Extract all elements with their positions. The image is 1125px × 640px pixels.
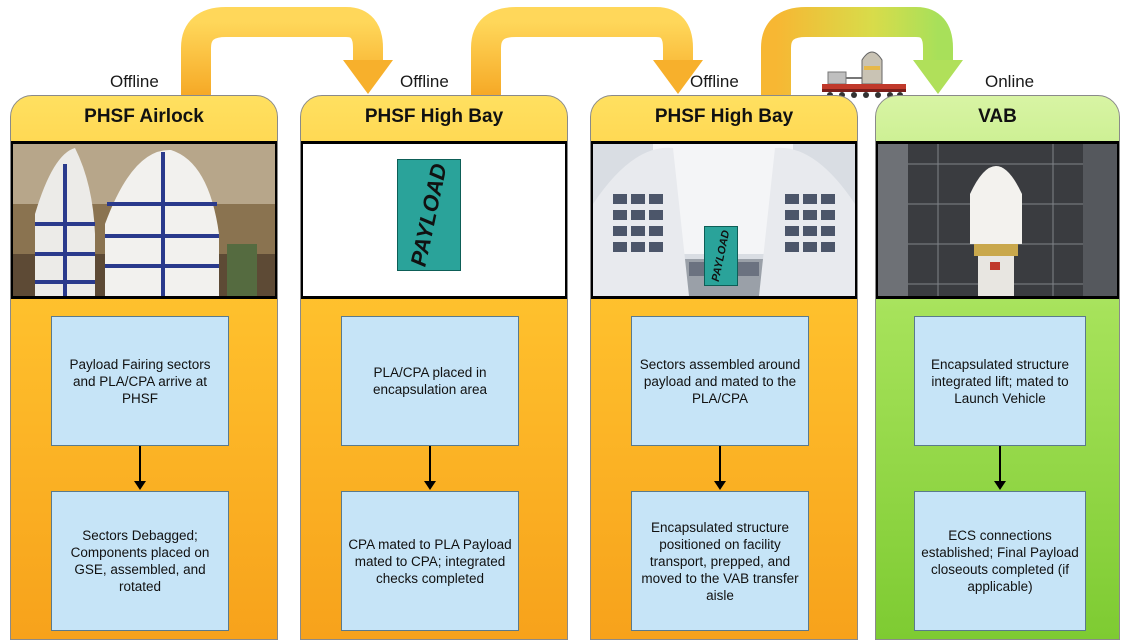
- vab-image: [878, 144, 1117, 296]
- flow-connector: [429, 446, 431, 482]
- status-label-highbay-2: Offline: [690, 72, 739, 91]
- status-label-highbay-1: Offline: [400, 72, 449, 91]
- step-box-2: ECS connections established; Final Paylo…: [914, 491, 1086, 631]
- stage-title: PHSF Airlock: [84, 106, 204, 127]
- fairing-sectors-image: [13, 144, 275, 296]
- flow-arrowhead: [424, 481, 436, 490]
- step-box-2: Sectors Debagged; Components placed on G…: [51, 491, 229, 631]
- high-bay-photo: PAYLOAD: [591, 141, 857, 299]
- payload-label: PAYLOAD: [709, 229, 733, 283]
- stage-column-highbay-1: PHSF High Bay PAYLOAD PLA/CPA placed in …: [300, 95, 568, 640]
- status-label-vab: Online: [985, 72, 1035, 91]
- payload-label: PAYLOAD: [405, 161, 452, 269]
- vab-photo: [876, 141, 1119, 299]
- payload-graphic: PAYLOAD: [301, 141, 567, 299]
- step-box-2: CPA mated to PLA Payload mated to CPA; i…: [341, 491, 519, 631]
- fairing-sectors-photo: [11, 141, 277, 299]
- payload-block: PAYLOAD: [704, 226, 738, 286]
- flow-connector: [139, 446, 141, 482]
- flow-arrowhead: [994, 481, 1006, 490]
- stage-title: PHSF High Bay: [654, 106, 794, 127]
- status-label-airlock: Offline: [110, 72, 159, 91]
- stage-title: PHSF High Bay: [364, 106, 504, 127]
- step-box-1: PLA/CPA placed in encapsulation area: [341, 316, 519, 446]
- high-bay-image: [593, 144, 855, 296]
- payload-block: PAYLOAD: [397, 159, 461, 271]
- arrow-highbay-to-vab: [761, 7, 963, 100]
- flow-connector: [999, 446, 1001, 482]
- transport-vehicle-icon: [820, 40, 908, 98]
- stage-column-airlock: PHSF Airlock: [10, 95, 278, 640]
- flow-arrowhead: [134, 481, 146, 490]
- stage-column-highbay-2: PHSF High Bay: [590, 95, 858, 640]
- stage-column-vab: VAB Encapsulated structure integrated li…: [875, 95, 1120, 640]
- arrow-highbay-to-highbay: [471, 7, 703, 100]
- flow-arrowhead: [714, 481, 726, 490]
- step-box-2: Encapsulated structure positioned on fac…: [631, 491, 809, 631]
- step-box-1: Sectors assembled around payload and mat…: [631, 316, 809, 446]
- arrow-airlock-to-highbay: [181, 7, 393, 100]
- flow-connector: [719, 446, 721, 482]
- stage-title: VAB: [978, 106, 1017, 127]
- step-box-1: Payload Fairing sectors and PLA/CPA arri…: [51, 316, 229, 446]
- step-box-1: Encapsulated structure integrated lift; …: [914, 316, 1086, 446]
